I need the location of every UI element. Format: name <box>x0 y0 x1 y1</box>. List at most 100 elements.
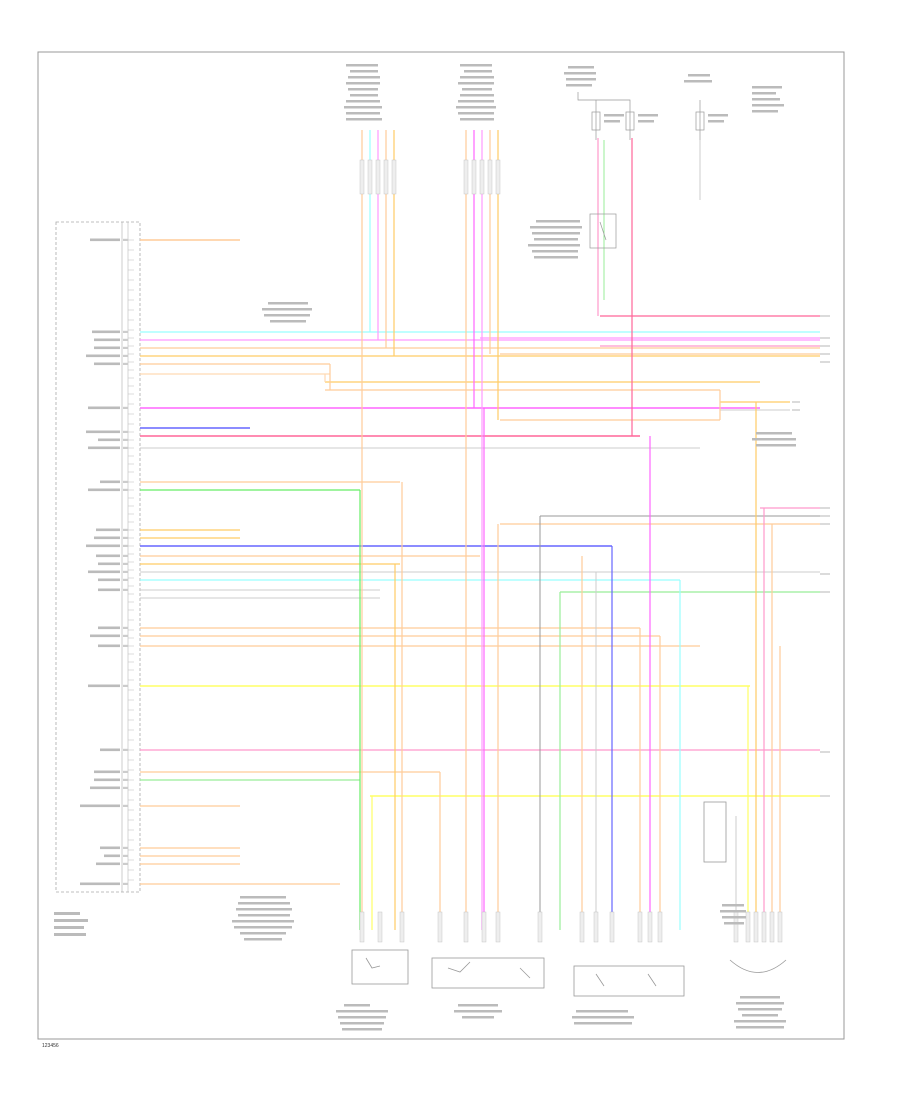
ecm-pin-label <box>88 406 120 410</box>
crank-sensor-side-caption <box>720 904 746 925</box>
bottom-caption-fuel-level <box>454 1004 502 1019</box>
crankshaft-sensor <box>703 801 787 973</box>
ecm-pin-label <box>98 644 120 648</box>
bottom-caption-left <box>232 896 294 941</box>
ecm-pin-number <box>123 644 128 647</box>
ecm-pin-label <box>100 846 120 850</box>
hot-in-run-caption <box>684 74 712 83</box>
relay-top-caption <box>528 220 582 259</box>
ecm-pin-number <box>123 882 128 885</box>
footer-code: 123456 <box>42 1043 59 1049</box>
ecm-pin-label <box>94 770 120 774</box>
ecm-pin-number <box>123 346 128 349</box>
ecm-pin-label <box>86 544 120 548</box>
connector-pin <box>495 911 501 943</box>
ecm-pin-label <box>88 684 120 688</box>
ecm-pin-label <box>94 338 120 342</box>
ecm-pin-number <box>123 588 128 591</box>
top-connector-caption-1 <box>344 64 382 121</box>
connector-pin <box>391 159 397 195</box>
ecm-pin-labels <box>80 238 128 886</box>
fuse-group-top <box>577 92 705 140</box>
ecm-pin-label <box>104 854 120 858</box>
connector-pin <box>471 159 477 195</box>
connector-pin <box>463 159 469 195</box>
ecm-pin-label <box>86 430 120 434</box>
connector-pin <box>657 911 663 943</box>
ecm-pin-number <box>123 778 128 781</box>
ecm-pin-label <box>98 588 120 592</box>
ecm-pin-label <box>88 488 120 492</box>
ecm-pin-number <box>123 786 128 789</box>
ecm-pin-label <box>96 554 120 558</box>
ecm-pin-label <box>94 362 120 366</box>
right-connector-ticks <box>792 315 830 797</box>
ecm-pin-ticks <box>128 239 134 881</box>
vertical-wires <box>324 130 783 943</box>
ecm-pin-number <box>123 544 128 547</box>
connector-pin <box>481 911 487 943</box>
ecm-pin-label <box>88 446 120 450</box>
ecm-pin-number <box>123 488 128 491</box>
ecm-pin-number <box>123 804 128 807</box>
ecm-pin-label <box>96 862 120 866</box>
ecm-pin-number <box>123 362 128 365</box>
ecm-pin-label <box>94 536 120 540</box>
connector-pin <box>399 911 405 943</box>
ecm-pin-number <box>123 748 128 751</box>
ecm-pin-number <box>123 562 128 565</box>
ecm-pin-label <box>80 804 120 808</box>
ecm-pin-number <box>123 430 128 433</box>
fuel-pressure-sensor-caption <box>752 432 796 447</box>
connector-pin <box>487 159 493 195</box>
ecm-pin-number <box>123 238 128 241</box>
ecm-pin-label <box>94 346 120 350</box>
connector-pin <box>745 911 751 943</box>
center-splice-caption <box>262 302 312 323</box>
underhood-fuse-caption <box>752 86 784 113</box>
ecm-pin-number <box>123 480 128 483</box>
ecm-pin-number <box>123 536 128 539</box>
ecm-pin-label <box>92 330 120 334</box>
connector-pin <box>579 911 585 943</box>
ecm-pin-number <box>123 528 128 531</box>
connector-pin <box>593 911 599 943</box>
connector-pin <box>359 911 365 943</box>
ecm-pin-number <box>123 338 128 341</box>
horizontal-wires <box>140 239 820 885</box>
connector-pin <box>377 911 383 943</box>
ecm-pin-label <box>90 634 120 638</box>
ecm-pin-label <box>98 578 120 582</box>
ecm-pin-label <box>90 238 120 242</box>
ecm-pin-number <box>123 570 128 573</box>
connector-pin <box>753 911 759 943</box>
connector-pin <box>495 159 501 195</box>
connector-pin <box>479 159 485 195</box>
fuel-level-sender <box>431 957 545 989</box>
connector-pin <box>637 911 643 943</box>
bottom-caption-crank <box>734 996 786 1029</box>
ecm-pin-number <box>123 330 128 333</box>
ecm-pin-label <box>94 778 120 782</box>
ecm-pin-label <box>100 480 120 484</box>
ecm-pin-number <box>123 354 128 357</box>
ecm-pin-number <box>123 438 128 441</box>
ecm-pin-label <box>80 882 120 886</box>
connector-pin <box>647 911 653 943</box>
ecm-pin-label <box>100 748 120 752</box>
connector-pin <box>375 159 381 195</box>
evap-purge-solenoid <box>573 965 685 997</box>
connector-pin <box>761 911 767 943</box>
relay-top <box>589 213 617 249</box>
bottom-caption-fuel-tank <box>336 1004 388 1031</box>
connector-pin <box>609 911 615 943</box>
ecm-pin-number <box>123 634 128 637</box>
ecm-pin-label <box>98 438 120 442</box>
fuse-labels <box>604 114 728 123</box>
connector-pin <box>437 911 443 943</box>
bottom-caption-evap <box>572 1010 634 1025</box>
connector-pin <box>537 911 543 943</box>
ecm-caption <box>54 912 88 936</box>
fuel-tank-pressure-sensor <box>351 949 409 985</box>
